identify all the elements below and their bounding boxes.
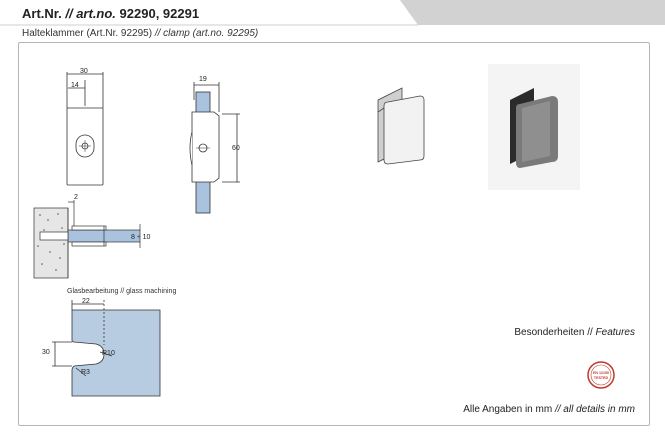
footer-note-main: Alle Angaben in mm [463,404,553,415]
page-subtitle: Halteklammer (Art.Nr. 92295) // clamp (a… [22,28,258,39]
subtitle-main: Halteklammer (Art.Nr. 92295) [22,28,153,39]
dim-side-depth: 19 [199,76,207,83]
page-title: Art.Nr. // art.no. 92290, 92291 [22,6,199,21]
section-view-drawing [33,200,141,279]
dim-front-offset: 14 [71,82,79,89]
features-label-main: Besonderheiten [514,327,585,338]
dim-machining-height: 30 [42,349,50,356]
title-italic: // art.no. [65,6,116,21]
title-prefix: Art.Nr. [22,6,62,21]
features-label-italic: Features [595,327,635,338]
badge-line2: TESTED [594,376,609,380]
footer-note: Alle Angaben in mm // all details in mm [463,404,635,415]
features-separator: // [587,327,593,338]
tested-badge-graphic: EN 12150 TESTED [587,361,615,389]
front-view-drawing [66,72,104,186]
product-photo-dark [488,64,580,190]
footer-note-italic: // all details in mm [554,404,635,415]
dim-section-glass: 8 ÷ 10 [131,234,151,241]
badge-line1: EN 12150 [593,371,609,375]
features-label: Besonderheiten // Features [514,327,635,338]
tested-badge-icon: EN 12150 TESTED [586,360,616,390]
dim-radius-large: R10 [102,350,115,357]
dim-machining-width: 22 [82,298,90,305]
machining-caption: Glasbearbeitung // glass machining [67,288,177,295]
title-numbers: 92290, 92291 [119,6,200,21]
glass-machining-drawing [52,300,161,397]
dim-section-gap: 2 [74,194,78,201]
dim-side-height: 60 [232,145,240,152]
dim-front-width: 30 [80,68,88,75]
dim-radius-small: R3 [81,369,90,376]
product-photo-light [377,87,425,165]
side-view-drawing [189,82,240,214]
subtitle-italic: // clamp (art.no. 92295) [154,28,259,39]
